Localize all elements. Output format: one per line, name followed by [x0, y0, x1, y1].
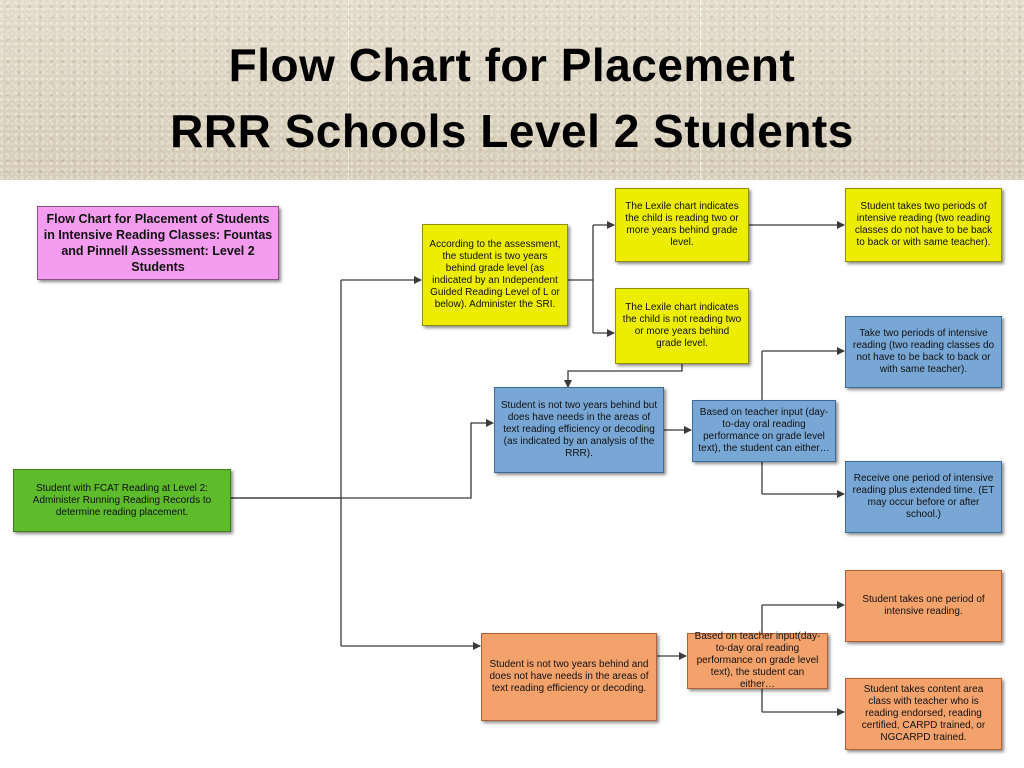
slide-title-line-1: Flow Chart for Placement: [228, 39, 796, 91]
banner-seam: [700, 0, 701, 180]
slide-title-line-2: RRR Schools Level 2 Students: [170, 105, 854, 157]
two-years-behind-text: According to the assessment, the student…: [429, 239, 561, 310]
one-period-node: Student takes one period of intensive re…: [845, 570, 1002, 642]
two-periods-a-text: Student takes two periods of intensive r…: [854, 201, 993, 248]
no-needs-text: Student is not two years behind and does…: [489, 659, 649, 694]
connector-lines: [231, 221, 845, 716]
two-periods-b-node: Take two periods of intensive reading (t…: [845, 316, 1002, 388]
teacher-input-blue-text: Based on teacher input (day-to-day oral …: [698, 407, 830, 454]
title-banner: Flow Chart for Placement RRR Schools Lev…: [0, 0, 1024, 180]
teacher-input-orange-node: Based on teacher input(day-to-day oral r…: [687, 631, 828, 690]
content-area-text: Student takes content area class with te…: [861, 684, 986, 743]
start-node-text: Student with FCAT Reading at Level 2: Ad…: [32, 482, 212, 518]
one-period-et-node: Receive one period of intensive reading …: [845, 461, 1002, 533]
legend-text: Flow Chart for Placement of Students in …: [43, 211, 273, 275]
connector-lexile-not-two-to-needs-fluency: [564, 364, 683, 388]
one-period-et-text: Receive one period of intensive reading …: [852, 473, 995, 520]
connector-lexile-branch: [568, 225, 594, 333]
one-period-text: Student takes one period of intensive re…: [862, 594, 985, 617]
no-needs-node: Student is not two years behind and does…: [481, 633, 657, 721]
start-node: Student with FCAT Reading at Level 2: Ad…: [13, 469, 231, 532]
content-area-node: Student takes content area class with te…: [845, 678, 1002, 750]
two-years-behind-node: According to the assessment, the student…: [422, 224, 568, 326]
needs-fluency-node: Student is not two years behind but does…: [494, 387, 664, 473]
two-periods-b-text: Take two periods of intensive reading (t…: [852, 328, 995, 375]
teacher-input-blue-node: Based on teacher input (day-to-day oral …: [692, 400, 836, 462]
lexile-two-or-more-node: The Lexile chart indicates the child is …: [615, 188, 749, 262]
connector-start-to-needs-fluency: [231, 419, 494, 499]
two-periods-a-node: Student takes two periods of intensive r…: [845, 188, 1002, 262]
legend-box: Flow Chart for Placement of Students in …: [37, 206, 279, 280]
lexile-not-two-text: The Lexile chart indicates the child is …: [622, 302, 742, 349]
teacher-input-orange-text: Based on teacher input(day-to-day oral r…: [694, 631, 821, 690]
banner-seam: [348, 0, 349, 180]
needs-fluency-text: Student is not two years behind but does…: [500, 400, 658, 459]
lexile-two-or-more-text: The Lexile chart indicates the child is …: [625, 201, 739, 248]
flowchart-canvas: Flow Chart for Placement of Students in …: [0, 180, 1024, 768]
lexile-not-two-node: The Lexile chart indicates the child is …: [615, 288, 749, 364]
